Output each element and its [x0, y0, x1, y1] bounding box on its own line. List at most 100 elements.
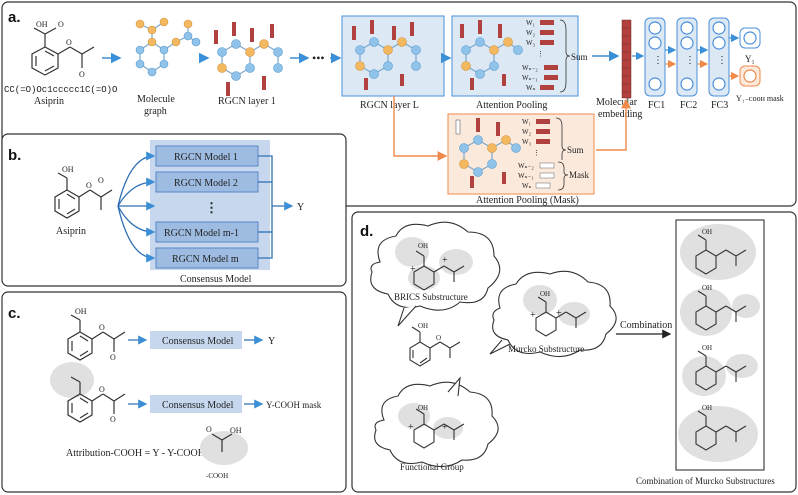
svg-text:Wₙ: Wₙ	[526, 84, 536, 92]
rgcn-model-1: RGCN Model 1	[174, 152, 238, 163]
combination-mol-3: OH	[682, 344, 758, 396]
svg-text:Wₙ₋₂: Wₙ₋₂	[522, 64, 538, 72]
rgcn-layer-l-icon	[352, 20, 421, 90]
svg-text:OH: OH	[702, 344, 712, 352]
svg-text:O: O	[99, 385, 105, 394]
functional-group-molecule	[413, 408, 465, 449]
consensus-model-c2-label: Consensus Model	[162, 400, 234, 411]
murcko-molecule	[535, 296, 587, 337]
brics-molecule	[413, 250, 465, 291]
panel-c-y-mask: Y-COOH mask	[266, 400, 322, 410]
combination-mol-1: OH	[680, 224, 756, 280]
svg-text:W₂: W₂	[522, 128, 532, 136]
consensus-model-box-c2	[150, 395, 242, 413]
svg-text:O: O	[110, 415, 116, 424]
svg-text:W₃: W₃	[522, 138, 532, 146]
svg-text:OH: OH	[36, 20, 48, 29]
center-molecule-d	[409, 326, 461, 367]
svg-text:OH: OH	[230, 426, 242, 435]
svg-text:W₁: W₁	[526, 19, 535, 27]
svg-text:Wₙ₋₁: Wₙ₋₁	[518, 172, 534, 180]
panel-d-label: d.	[360, 223, 373, 240]
cooh-highlight-c2	[50, 362, 94, 398]
combination-mol-4: OH	[678, 404, 758, 462]
functional-group-label: Functional Group	[400, 462, 464, 472]
svg-text:W₁: W₁	[522, 118, 531, 126]
svg-text:O: O	[86, 181, 92, 190]
brics-label: BRICS Substructure	[394, 292, 468, 302]
fc1-label: FC1	[648, 100, 665, 111]
attention-pooling-graph-icon	[460, 20, 523, 90]
aspirin-structure-a	[31, 27, 95, 76]
attention-weights-mask: W₁ W₂ W₃ ⋮ Wₙ₋₂ Wₙ₋₁ Wₙ	[518, 118, 555, 190]
svg-text:OH: OH	[702, 404, 712, 412]
svg-text:+: +	[442, 422, 448, 433]
combination-caption: Combination of Murcko Substructures	[636, 476, 775, 486]
attention-pooling-label: Attention Pooling	[476, 100, 547, 111]
svg-text:O: O	[98, 176, 104, 185]
sum-label-mask: Sum	[567, 145, 584, 155]
svg-text:OH: OH	[418, 322, 428, 330]
fc3-layer: ⋮	[708, 17, 730, 97]
sum-label-top: Sum	[571, 52, 588, 62]
svg-text:+: +	[408, 422, 414, 433]
panel-b-output-arrows	[258, 155, 294, 259]
panel-a-label: a.	[8, 9, 21, 26]
panel-c-frame	[1, 291, 347, 493]
svg-text:⋮: ⋮	[685, 55, 695, 66]
svg-text:O: O	[436, 334, 441, 342]
rgcn-layer-1-label: RGCN layer 1	[218, 96, 276, 107]
rgcn-model-m-1: RGCN Model m-1	[164, 228, 239, 239]
rgcn-layer-1-icon	[214, 22, 283, 96]
svg-text:W₃: W₃	[526, 39, 536, 47]
molecular-embedding-label-2: embedding	[598, 109, 642, 120]
svg-text:OH: OH	[75, 307, 87, 316]
ellipsis: •••	[312, 51, 325, 65]
svg-text:OH: OH	[62, 165, 74, 174]
cooh-fragment-highlight	[200, 431, 248, 465]
molecular-embedding-bar	[621, 19, 632, 99]
molecule-graph-label-1: Molecule	[137, 94, 175, 105]
svg-text:+: +	[556, 308, 562, 319]
svg-text:Wₙ₋₂: Wₙ₋₂	[518, 162, 534, 170]
consensus-model-box-c1	[150, 331, 242, 349]
panel-b-label: b.	[8, 147, 21, 164]
svg-text:⋮: ⋮	[717, 55, 727, 66]
svg-text:⋮: ⋮	[537, 50, 544, 58]
y1-label: Y₁	[745, 54, 755, 64]
y-mask-label: Y₁₋ᴄᴏᴏʜ mask	[736, 94, 784, 103]
svg-text:O: O	[99, 323, 105, 332]
arrow-mask-to-embedding	[596, 98, 631, 151]
aspirin-structure-b	[54, 172, 113, 219]
rgcn-model-dots: ⋮	[205, 200, 218, 215]
attention-pooling-mask-label: Attention Pooling (Mask)	[476, 195, 579, 206]
murcko-cloud	[492, 270, 617, 358]
panel-b-output-y: Y	[297, 202, 304, 213]
fc2-label: FC2	[680, 100, 697, 111]
aspirin-structure-c1	[67, 314, 126, 361]
murcko-label: Murcko Substructure	[508, 344, 584, 354]
panel-c-label: c.	[8, 305, 21, 322]
panel-b-input-arrows	[117, 151, 156, 263]
svg-text:+: +	[442, 255, 448, 266]
mask-label: Mask	[569, 170, 589, 180]
rgcn-layer-l-label: RGCN layer L	[360, 100, 419, 111]
attribution-formula: Attribution-COOH = Y - Y-COOH mask	[66, 448, 229, 459]
fc1-layer: ⋮	[644, 17, 666, 97]
svg-text:⋮: ⋮	[653, 55, 663, 66]
arrow-rgcnL-to-mask	[393, 96, 448, 161]
svg-text:OH: OH	[418, 242, 428, 250]
panel-c-y: Y	[268, 336, 275, 347]
combination-mol-2: OH	[680, 284, 760, 336]
svg-text:O: O	[110, 353, 116, 362]
molecule-graph-label-2: graph	[144, 106, 167, 117]
consensus-model-caption: Consensus Model	[180, 274, 252, 285]
combination-label: Combination	[620, 320, 672, 331]
consensus-model-c1-label: Consensus Model	[162, 336, 234, 347]
svg-text:O: O	[79, 70, 85, 79]
svg-text:OH: OH	[418, 404, 428, 412]
svg-text:+: +	[530, 310, 536, 321]
svg-text:W₂: W₂	[526, 29, 536, 37]
attention-weights-top: W₁ W₂ W₃ ⋮ Wₙ₋₂ Wₙ₋₁ Wₙ	[522, 19, 558, 92]
rgcn-models-stack	[155, 145, 259, 269]
